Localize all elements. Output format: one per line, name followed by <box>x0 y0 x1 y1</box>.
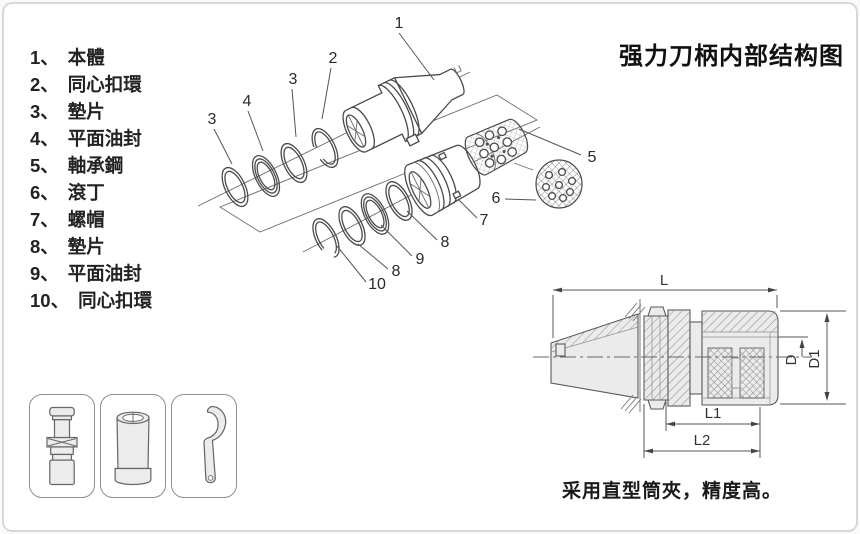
callout-seal-top: 4 <box>243 93 252 110</box>
parts-list-item: 8、墊片 <box>30 233 152 260</box>
part-name: 螺帽 <box>67 209 105 230</box>
collet-icon <box>114 411 152 486</box>
callout-rollers: 6 <box>492 190 501 207</box>
neck-profile <box>689 321 703 395</box>
dim-D: D <box>778 336 808 365</box>
callout-leaders <box>213 32 582 283</box>
bearing-cage <box>464 118 529 176</box>
part-number: 4、 <box>30 128 59 149</box>
part-name: 本體 <box>67 47 105 68</box>
callout-snap-ring-top: 2 <box>329 50 338 67</box>
dim-L2: L2 <box>643 404 760 458</box>
dim-L1: L1 <box>665 402 761 458</box>
part-number: 2、 <box>30 74 59 95</box>
parts-list-item: 4、平面油封 <box>30 125 152 152</box>
washer-ring-inner-top <box>280 142 308 184</box>
parts-list-item: 10、同心扣環 <box>30 287 152 314</box>
dim-label-D1: D1 <box>806 349 823 368</box>
dim-D1: D1 <box>780 310 846 405</box>
part-name: 墊片 <box>67 101 105 122</box>
washer-ring-inner-bottom <box>385 181 413 221</box>
dimension-drawing: L L1 L2 <box>533 272 846 458</box>
dim-label-L: L <box>660 272 668 289</box>
parts-list-item: 1、本體 <box>30 44 152 71</box>
dim-label-L2: L2 <box>694 432 711 449</box>
callout-washer-bottom-inner: 8 <box>441 234 450 251</box>
part-name: 同心扣環 <box>67 74 142 95</box>
callout-snap-ring-bottom: 10 <box>368 276 386 293</box>
knurl-band-left <box>707 347 733 399</box>
part-number: 10、 <box>30 290 70 311</box>
snap-ring-top <box>311 127 339 169</box>
parts-list-item: 3、墊片 <box>30 98 152 125</box>
shank-hatch-band <box>551 314 638 352</box>
page-title: 强力刀柄内部结构图 <box>619 43 844 70</box>
oil-seal-top <box>251 155 281 197</box>
parts-list-item: 2、同心扣環 <box>30 71 152 98</box>
part-number: 1、 <box>30 47 59 68</box>
part-number: 7、 <box>30 209 59 230</box>
part-number: 3、 <box>30 101 59 122</box>
parts-list-item: 6、滾丁 <box>30 179 152 206</box>
pull-stud-icon <box>46 406 78 486</box>
exploded-view: 1 2 3 4 3 5 6 7 8 9 8 10 <box>197 15 597 293</box>
part-name: 平面油封 <box>67 263 142 284</box>
caption: 采用直型筒夾，精度高。 <box>562 481 783 502</box>
callout-bearing-cage: 5 <box>588 149 597 166</box>
parts-list-item: 9、平面油封 <box>30 260 152 287</box>
part-name: 滾丁 <box>67 182 105 203</box>
tool-holder-body <box>342 65 465 153</box>
callout-seal-bottom: 9 <box>416 251 425 268</box>
part-number: 8、 <box>30 236 59 257</box>
axis-connector <box>513 162 534 171</box>
washer-ring-outer-bottom <box>338 206 366 246</box>
callout-washer-top-outer: 3 <box>208 111 217 128</box>
parts-list-item: 7、螺帽 <box>30 206 152 233</box>
callout-washer-top-inner: 3 <box>289 71 298 88</box>
callout-washer-bottom-outer: 8 <box>392 263 401 280</box>
dim-L: L <box>552 272 778 338</box>
knurl-band-right <box>739 347 765 399</box>
callout-nut: 7 <box>480 212 489 229</box>
accessory-box-hook-wrench <box>171 394 237 498</box>
callout-body: 1 <box>395 15 404 32</box>
part-name: 同心扣環 <box>78 290 153 311</box>
part-number: 9、 <box>30 263 59 284</box>
oil-seal-bottom <box>360 193 390 235</box>
parts-list-item: 5、軸承鋼 <box>30 152 152 179</box>
accessory-box-pull-stud <box>29 394 95 498</box>
snap-ring-bottom <box>312 218 340 258</box>
gauge-hatch-bottom <box>620 394 642 414</box>
gauge-hatch-top <box>624 302 646 322</box>
washer-ring-outer-top <box>221 166 249 208</box>
rollers-ball <box>535 159 583 209</box>
hook-wrench-icon <box>203 405 227 484</box>
part-name: 平面油封 <box>67 128 142 149</box>
part-name: 軸承鋼 <box>67 155 124 176</box>
dim-label-D: D <box>783 354 800 365</box>
part-number: 5、 <box>30 155 59 176</box>
dim-label-L1: L1 <box>705 405 722 422</box>
accessory-panel <box>29 394 237 498</box>
callout-numbers: 1 2 3 4 3 5 6 7 8 9 8 10 <box>208 15 597 293</box>
part-name: 墊片 <box>67 236 105 257</box>
part-number: 6、 <box>30 182 59 203</box>
parts-list: 1、本體 2、同心扣環 3、墊片 4、平面油封 5、軸承鋼 6、滾丁 7、螺帽 … <box>30 44 152 314</box>
shank-profile <box>550 313 639 399</box>
accessory-box-collet <box>100 394 166 498</box>
